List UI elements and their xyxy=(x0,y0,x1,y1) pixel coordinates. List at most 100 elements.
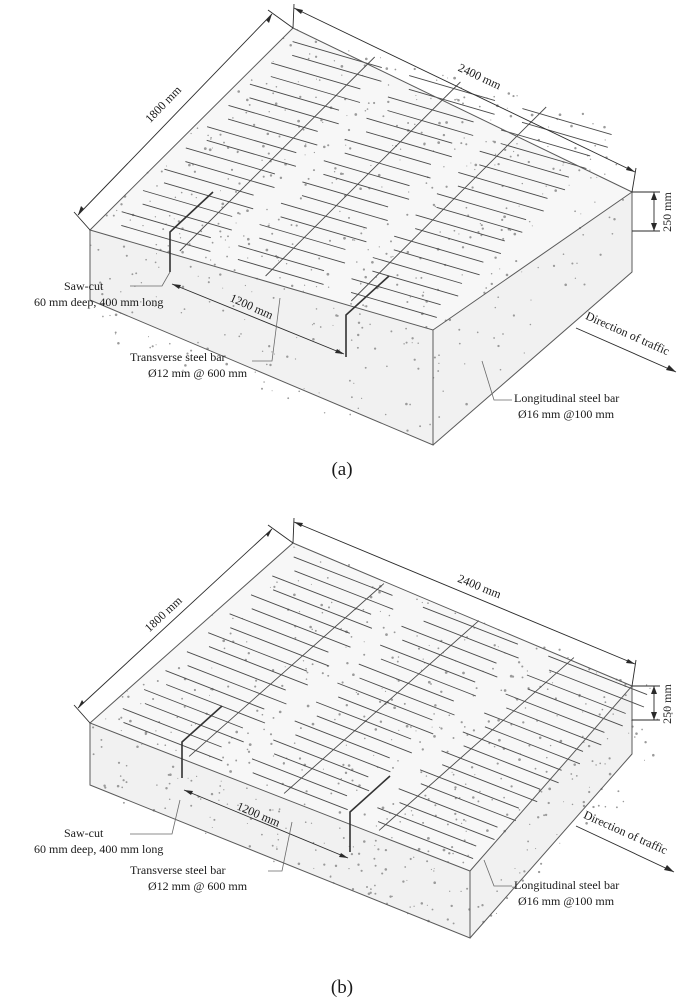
aggregate-speck xyxy=(169,773,172,776)
aggregate-speck xyxy=(526,670,529,672)
aggregate-speck xyxy=(393,706,396,710)
aggregate-speck xyxy=(276,846,278,848)
longitudinal-steel-bar xyxy=(380,658,477,697)
longitudinal-steel-bar xyxy=(259,224,346,250)
aggregate-speck xyxy=(494,153,497,155)
aggregate-speck xyxy=(115,333,117,335)
aggregate-speck xyxy=(421,601,423,604)
aggregate-speck xyxy=(250,79,253,81)
aggregate-speck xyxy=(238,182,241,185)
aggregate-speck xyxy=(537,870,541,874)
aggregate-speck xyxy=(595,672,597,674)
aggregate-speck xyxy=(466,734,469,736)
aggregate-speck xyxy=(429,423,431,426)
aggregate-speck xyxy=(360,282,362,285)
aggregate-speck xyxy=(328,239,332,242)
aggregate-speck xyxy=(232,117,234,119)
longitudinal-steel-bar xyxy=(372,257,463,284)
aggregate-speck xyxy=(265,82,268,85)
aggregate-speck xyxy=(439,726,441,729)
aggregate-speck xyxy=(474,168,476,171)
aggregate-speck xyxy=(332,324,334,326)
aggregate-speck xyxy=(351,396,353,399)
aggregate-speck xyxy=(140,703,142,705)
aggregate-speck xyxy=(367,249,369,251)
aggregate-speck xyxy=(222,639,226,643)
aggregate-speck xyxy=(246,787,248,790)
aggregate-speck xyxy=(535,647,538,650)
longitudinal-steel-bar xyxy=(387,96,474,123)
aggregate-speck xyxy=(397,760,399,762)
longitudinal-steel-bar xyxy=(344,152,431,179)
aggregate-speck xyxy=(387,100,390,104)
aggregate-speck xyxy=(381,806,385,810)
aggregate-speck xyxy=(363,715,366,718)
aggregate-speck xyxy=(310,269,313,271)
longitudinal-steel-bar xyxy=(230,627,330,667)
aggregate-speck xyxy=(205,256,207,259)
longitudinal-steel-bar xyxy=(315,701,412,740)
aggregate-speck xyxy=(512,150,515,153)
longitudinal-steel-bar xyxy=(208,646,308,686)
dimension-depth-label: 250 mm xyxy=(660,192,674,232)
aggregate-speck xyxy=(506,897,509,900)
aggregate-speck xyxy=(314,55,318,58)
aggregate-speck xyxy=(294,636,297,639)
aggregate-speck xyxy=(391,895,393,898)
saw-cut-label: Saw-cut xyxy=(64,826,104,840)
aggregate-speck xyxy=(313,322,315,325)
aggregate-speck xyxy=(306,704,310,708)
aggregate-speck xyxy=(269,586,271,588)
aggregate-speck xyxy=(433,868,435,870)
aggregate-speck xyxy=(235,190,237,193)
longitudinal-steel-bar xyxy=(548,669,645,708)
aggregate-speck xyxy=(497,162,500,166)
aggregate-speck xyxy=(396,124,398,127)
aggregate-speck xyxy=(263,381,265,383)
aggregate-speck xyxy=(439,231,441,233)
aggregate-speck xyxy=(315,849,317,851)
aggregate-speck xyxy=(348,50,350,52)
aggregate-speck xyxy=(330,601,333,604)
aggregate-speck xyxy=(190,804,193,807)
aggregate-speck xyxy=(272,809,274,811)
aggregate-speck xyxy=(142,683,145,686)
aggregate-speck xyxy=(278,810,281,813)
aggregate-speck xyxy=(585,822,588,825)
aggregate-speck xyxy=(333,60,336,62)
longitudinal-steel-bar xyxy=(123,721,223,762)
aggregate-speck xyxy=(374,728,378,731)
longitudinal-steel-bar xyxy=(227,118,318,146)
aggregate-speck xyxy=(549,671,552,673)
aggregate-speck xyxy=(587,744,591,748)
longitudinal-steel-bar xyxy=(143,689,244,729)
aggregate-speck xyxy=(364,366,367,369)
aggregate-speck xyxy=(433,713,435,715)
aggregate-speck xyxy=(160,170,163,173)
aggregate-speck xyxy=(499,268,501,270)
aggregate-speck xyxy=(547,801,550,805)
longitudinal-steel-bar xyxy=(301,195,388,222)
aggregate-speck xyxy=(248,845,252,848)
aggregate-speck xyxy=(335,178,338,181)
longitudinal-steel-bar xyxy=(458,171,548,199)
aggregate-speck xyxy=(284,158,286,160)
aggregate-speck xyxy=(387,84,390,86)
aggregate-speck xyxy=(454,98,456,101)
aggregate-speck xyxy=(420,131,423,134)
aggregate-speck xyxy=(393,631,396,634)
aggregate-speck xyxy=(538,736,542,740)
aggregate-speck xyxy=(261,255,263,258)
aggregate-speck xyxy=(222,756,225,759)
aggregate-speck xyxy=(293,546,295,548)
aggregate-speck xyxy=(262,175,265,178)
aggregate-speck xyxy=(417,847,421,851)
aggregate-speck xyxy=(357,693,360,696)
aggregate-speck xyxy=(415,730,417,732)
aggregate-speck xyxy=(345,144,347,146)
aggregate-speck xyxy=(232,304,235,308)
aggregate-speck xyxy=(430,868,432,871)
aggregate-speck xyxy=(359,313,361,315)
aggregate-speck xyxy=(311,324,314,326)
aggregate-speck xyxy=(485,287,488,289)
